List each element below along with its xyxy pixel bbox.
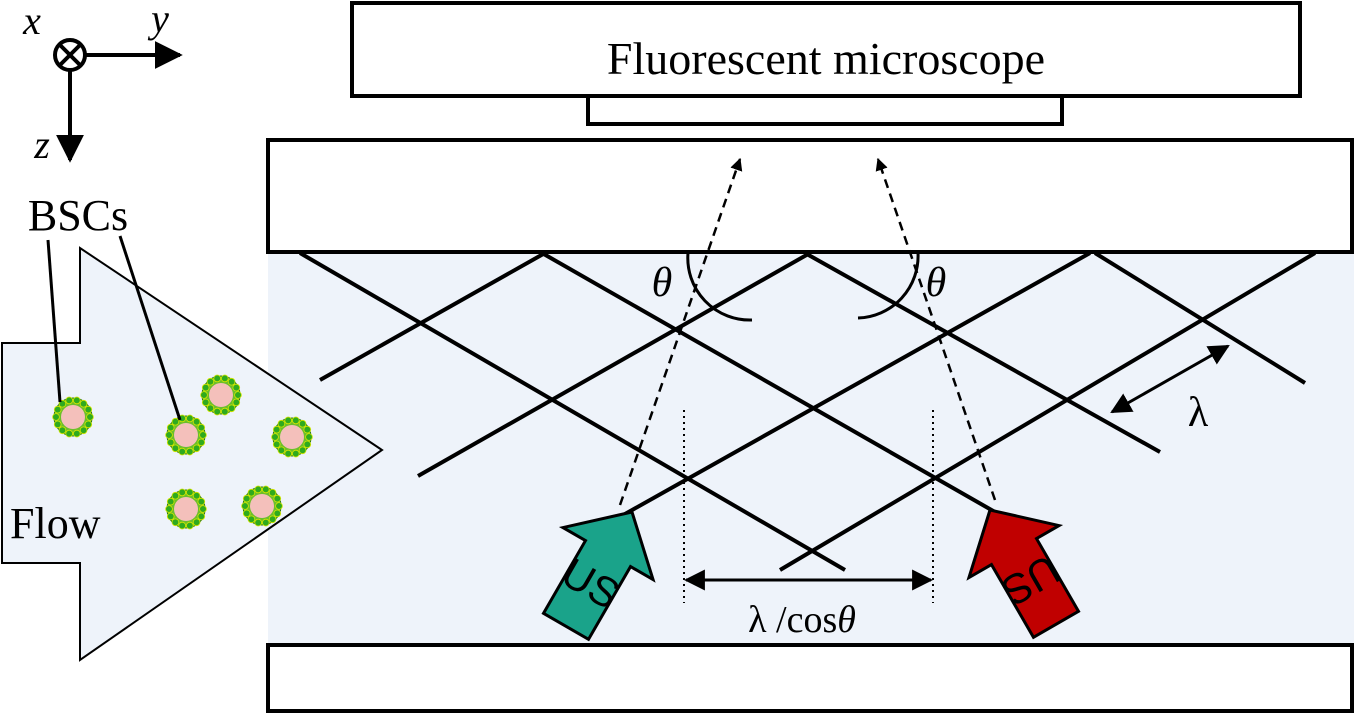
beam-axes [618, 157, 997, 506]
bsc-cells [52, 374, 313, 530]
node-spacing-label: λ /cosθ [748, 599, 856, 641]
y-axis-label: y [147, 0, 169, 41]
transducer-right-arrow-shape [966, 508, 1081, 640]
bsc-cell [165, 414, 207, 456]
bsc-cell [200, 374, 242, 416]
x-axis-label: x [22, 0, 41, 43]
transducer-left-arrow-shape [541, 510, 656, 642]
bsc-cell [241, 485, 283, 527]
wavelength-label: λ [1188, 390, 1209, 436]
bsc-pointer-lines [46, 235, 182, 421]
node-spacing-guides [683, 410, 934, 603]
angle-arcs [686, 252, 920, 322]
theta-right-label: θ [926, 260, 947, 306]
flow-label: Flow [10, 499, 101, 548]
microscope-objective [586, 94, 1064, 126]
microscope-label: Fluorescent microscope [607, 33, 1045, 84]
bsc-label: BSCs [28, 191, 128, 240]
theta-left-label: θ [652, 260, 673, 306]
bottom-wall [266, 643, 1354, 713]
bsc-cell [271, 416, 313, 458]
wavefront-lines [298, 253, 1317, 572]
top-wall [266, 138, 1354, 254]
z-axis-label: z [33, 122, 50, 167]
coordinate-axes: x y z [22, 0, 183, 167]
bsc-cell [165, 488, 207, 530]
wavelength-arrow [1110, 344, 1230, 414]
microscope-body [350, 1, 1302, 98]
bsc-cell [52, 396, 94, 438]
